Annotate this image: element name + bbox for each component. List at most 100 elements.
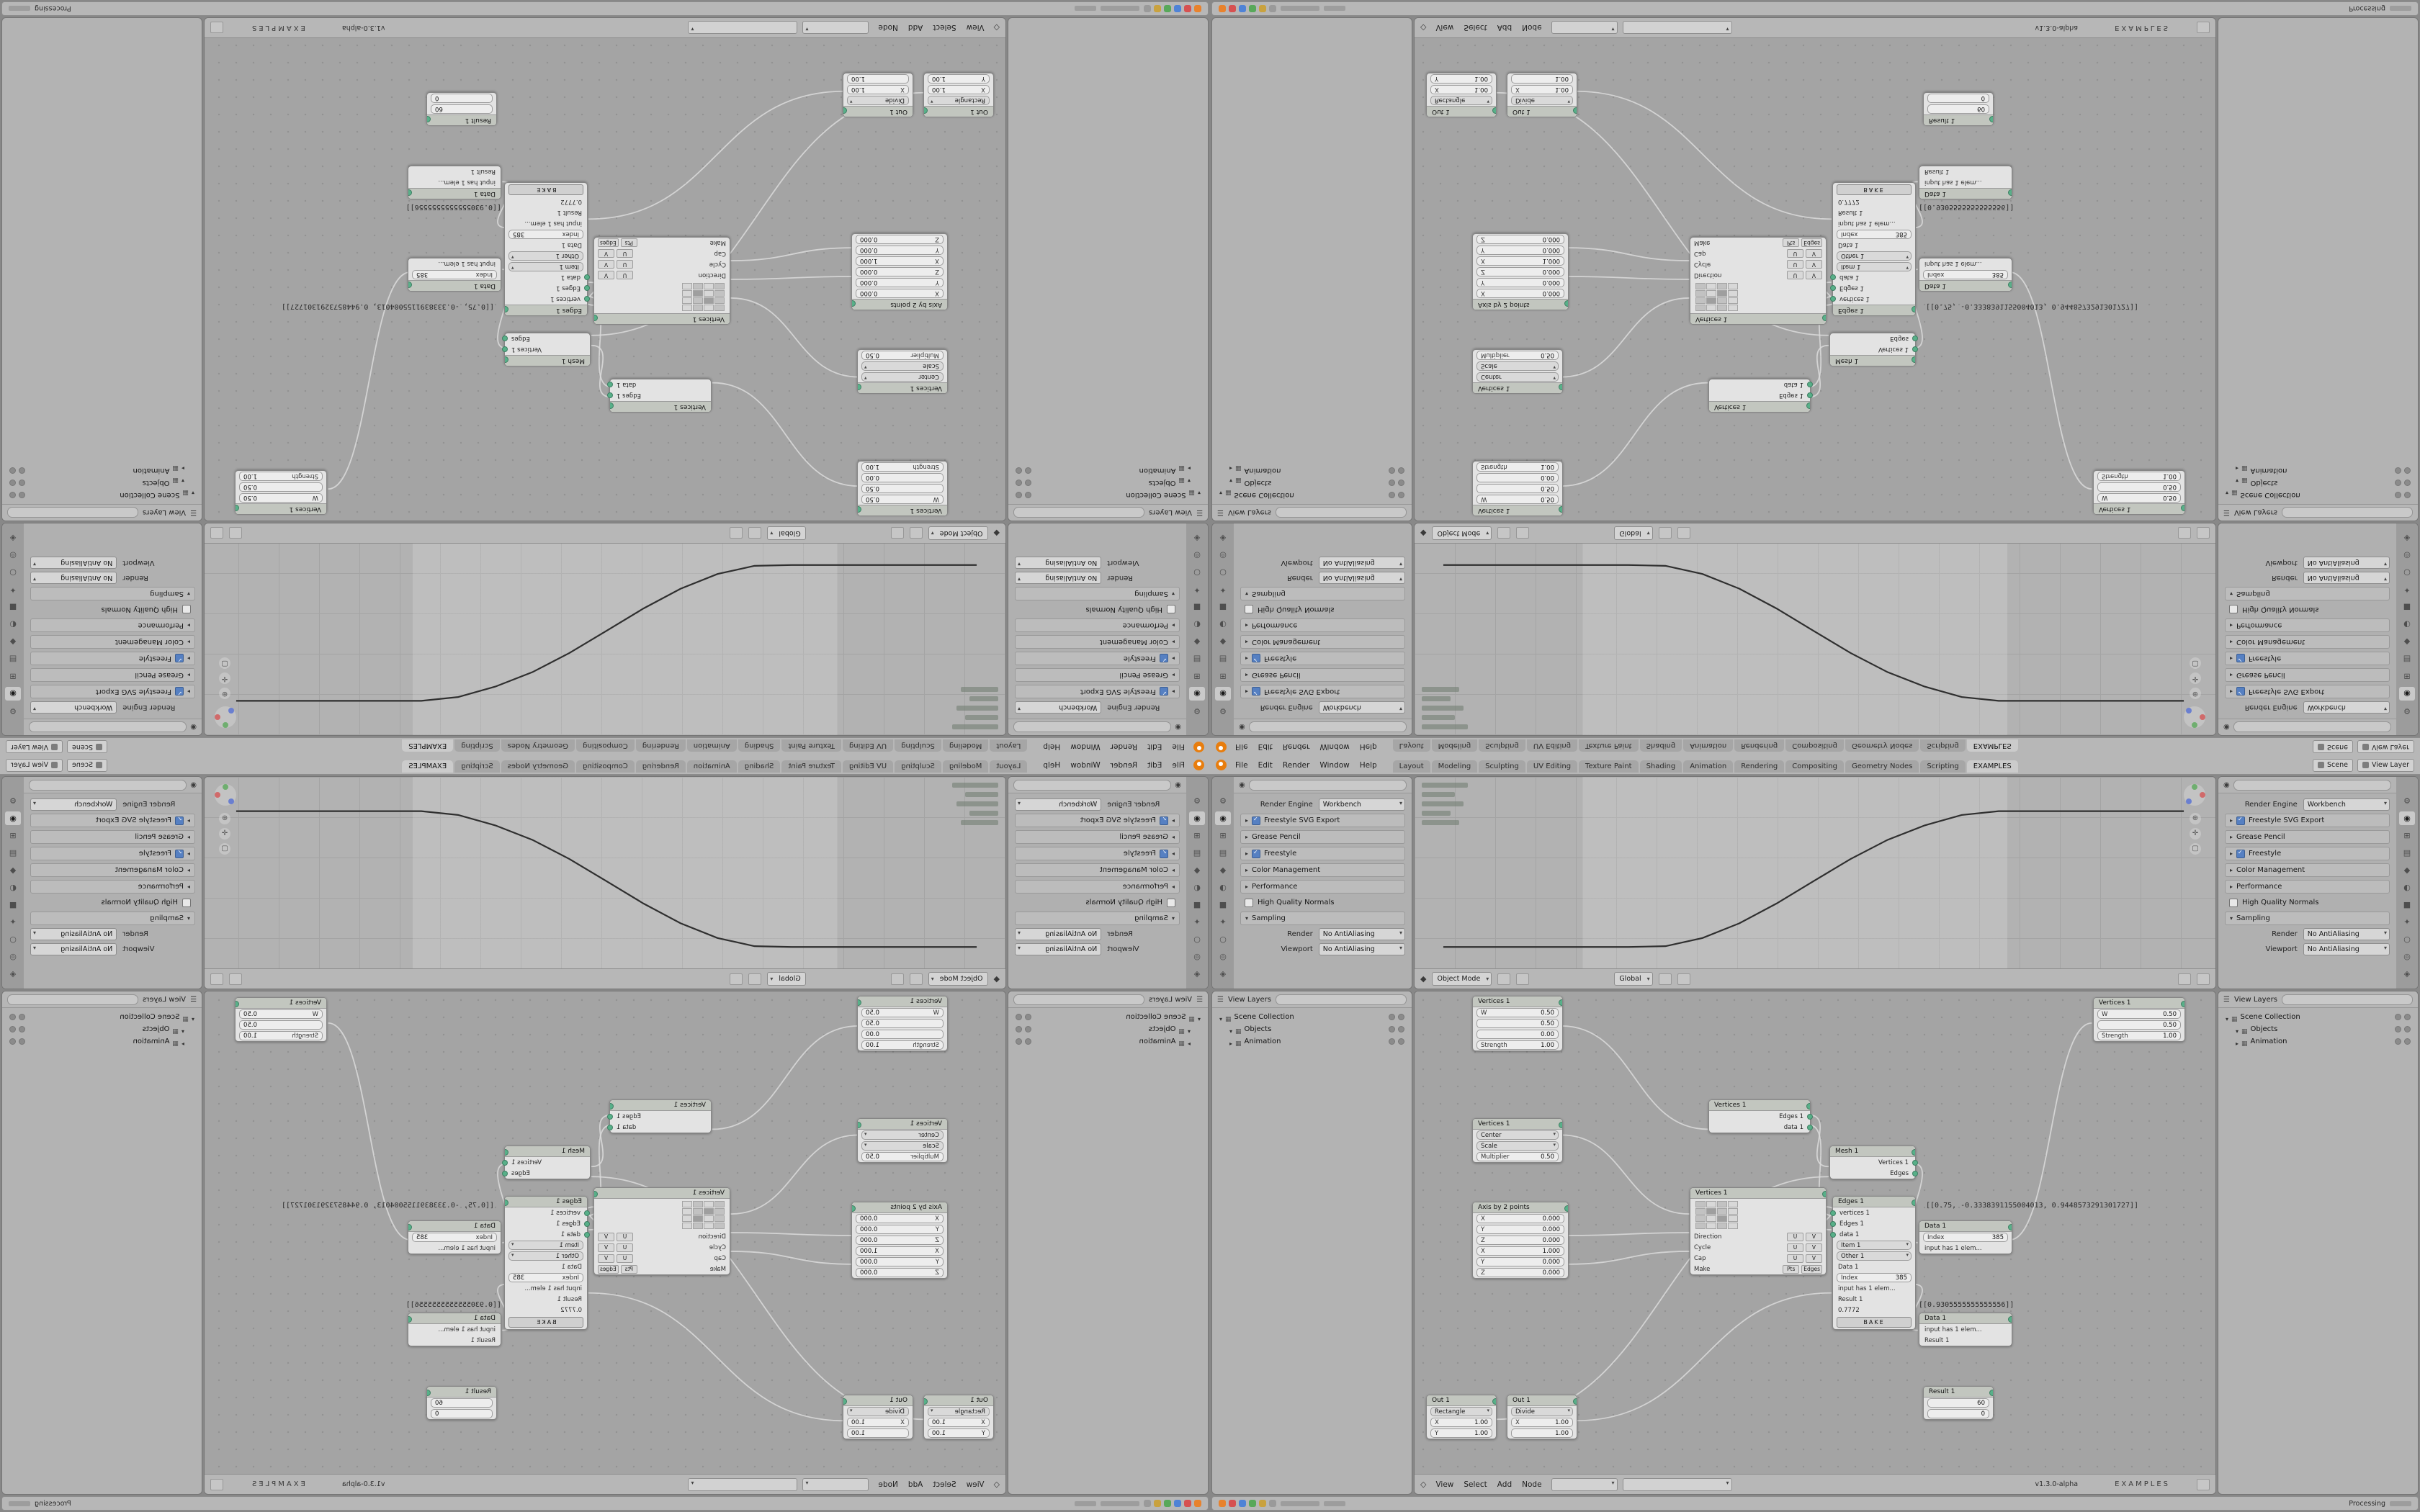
view-layer-tab-icon[interactable]: ▤ — [9, 654, 17, 664]
properties-editor-icon[interactable]: ◉ — [1239, 723, 1245, 732]
eye-icon[interactable] — [19, 480, 25, 486]
particles-tab-icon[interactable]: ○ — [9, 568, 17, 577]
socket-row[interactable]: Edges 1 — [610, 390, 711, 401]
workspace-tab[interactable]: EXAMPLES — [1966, 760, 2018, 773]
object-tab-icon[interactable]: ■ — [9, 900, 17, 909]
node-tree-type-selector[interactable] — [1551, 1477, 1618, 1491]
workspace-tab[interactable]: Rendering — [1734, 739, 1785, 752]
checkbox-icon[interactable] — [182, 605, 191, 614]
menu-select[interactable]: Select — [933, 23, 956, 32]
particles-tab-icon[interactable]: ○ — [1193, 935, 1201, 944]
scene-tab-icon[interactable]: ◆ — [1193, 865, 1201, 875]
disclosure-triangle-icon[interactable] — [192, 488, 194, 502]
tool-tab-icon[interactable]: ⚙ — [1193, 796, 1201, 806]
menu-file[interactable]: File — [1172, 760, 1185, 770]
render-visibility-icon[interactable] — [9, 467, 16, 474]
node-tree-name-field[interactable] — [1622, 1477, 1732, 1491]
node-dropdown[interactable]: Center — [1476, 1130, 1559, 1140]
data-tab-icon[interactable]: ▲ — [1215, 984, 1231, 989]
socket-row[interactable]: vertices 1 — [1830, 1207, 1915, 1218]
checkbox-icon[interactable] — [2236, 816, 2246, 825]
outliner-search[interactable] — [2281, 994, 2413, 1005]
axis-x-handle[interactable] — [215, 792, 220, 798]
menu-render[interactable]: Render — [1110, 760, 1138, 770]
mode-selector[interactable]: Object Mode — [928, 526, 988, 540]
tool-tab-icon[interactable]: ⚙ — [9, 796, 17, 806]
menu-window[interactable]: Window — [1319, 760, 1350, 770]
properties-editor-icon[interactable]: ◉ — [190, 723, 197, 732]
render-visibility-icon[interactable] — [1398, 1038, 1404, 1045]
prop-panel-header[interactable]: Freestyle — [2225, 652, 2390, 665]
node-editor-icon[interactable]: ◇ — [1420, 23, 1427, 32]
view-layer-tab-icon[interactable]: ▤ — [2403, 848, 2411, 858]
node-title[interactable]: Out 1 — [924, 1395, 993, 1406]
eye-icon[interactable] — [1025, 1038, 1031, 1045]
checkbox-icon[interactable] — [174, 654, 184, 663]
value-field[interactable]: 0.50 — [861, 1019, 944, 1028]
viewport-toolbar-icon[interactable] — [890, 973, 904, 985]
prop-panel-header[interactable]: Performance — [1015, 618, 1180, 632]
app-icon[interactable] — [1249, 5, 1256, 12]
modifiers-tab-icon[interactable]: ✦ — [1219, 585, 1227, 595]
node-dropdown[interactable]: Item 1 — [1837, 1241, 1912, 1250]
tool-tab-icon[interactable]: ⚙ — [2403, 706, 2411, 716]
eye-icon[interactable] — [19, 1026, 25, 1032]
prop-panel-header[interactable]: Freestyle SVG Export — [1240, 814, 1405, 827]
camera-view-icon[interactable] — [2190, 843, 2201, 855]
view-layer-selector[interactable]: View Layer — [2357, 740, 2414, 754]
render-visibility-icon[interactable] — [1016, 1014, 1022, 1020]
value-field[interactable]: 60 — [1927, 1398, 1989, 1408]
eye-icon[interactable] — [2395, 480, 2401, 486]
outliner-icon[interactable]: ☰ — [1196, 995, 1203, 1004]
prop-panel-header[interactable]: Freestyle SVG Export — [1240, 685, 1405, 698]
node-title[interactable]: Mesh 1 — [1830, 355, 1915, 366]
overlays-icon[interactable] — [2178, 527, 2191, 539]
outliner-item[interactable]: Objects — [1011, 1023, 1205, 1035]
node-dropdown[interactable]: Item 1 — [508, 1241, 583, 1250]
toggle-option-b[interactable]: V — [1806, 1232, 1822, 1241]
overlays-icon[interactable] — [229, 973, 242, 985]
node-dropdown[interactable]: Scale — [1476, 1141, 1559, 1151]
workspace-tab[interactable]: Animation — [1683, 760, 1734, 773]
data-tab-icon[interactable]: ▲ — [2399, 523, 2415, 528]
workspace-tab[interactable]: Shading — [1639, 739, 1682, 752]
zoom-icon[interactable] — [219, 688, 230, 699]
axis-z-handle[interactable] — [2186, 798, 2192, 804]
node-title[interactable]: Result 1 — [427, 114, 496, 125]
app-icon[interactable] — [1269, 5, 1276, 12]
render-visibility-icon[interactable] — [1398, 1026, 1404, 1032]
scene-tab-icon[interactable]: ◆ — [9, 637, 17, 647]
scene-tab-icon[interactable]: ◆ — [1193, 637, 1201, 647]
render-visibility-icon[interactable] — [1398, 1014, 1404, 1020]
render-visibility-icon[interactable] — [2404, 467, 2411, 474]
outliner-icon[interactable]: ☰ — [1217, 508, 1224, 517]
output-tab-icon[interactable]: ⊞ — [1193, 831, 1201, 840]
node-dropdown[interactable]: Item 1 — [1837, 262, 1912, 271]
prop-panel-header[interactable]: Grease Pencil — [1015, 668, 1180, 682]
scene-selector[interactable]: Scene — [67, 740, 108, 754]
prop-select[interactable]: No AntiAliasing — [2303, 572, 2390, 584]
axis-y-handle[interactable] — [2192, 722, 2197, 728]
bake-button[interactable]: BAKE — [1837, 184, 1912, 195]
node-tree-type-selector[interactable] — [802, 1477, 869, 1491]
toggle-option-b[interactable]: V — [1806, 260, 1822, 269]
properties-search-input[interactable] — [1248, 779, 1407, 791]
viewport-toolbar-icon[interactable] — [1516, 527, 1530, 539]
socket-row[interactable]: Edges — [1830, 1168, 1918, 1179]
node-title[interactable]: Data 1 — [1919, 1221, 2012, 1232]
prop-select[interactable]: Workbench — [2303, 798, 2390, 811]
value-field[interactable]: 60 — [1927, 104, 1989, 114]
disclosure-triangle-icon[interactable] — [1229, 476, 1232, 490]
